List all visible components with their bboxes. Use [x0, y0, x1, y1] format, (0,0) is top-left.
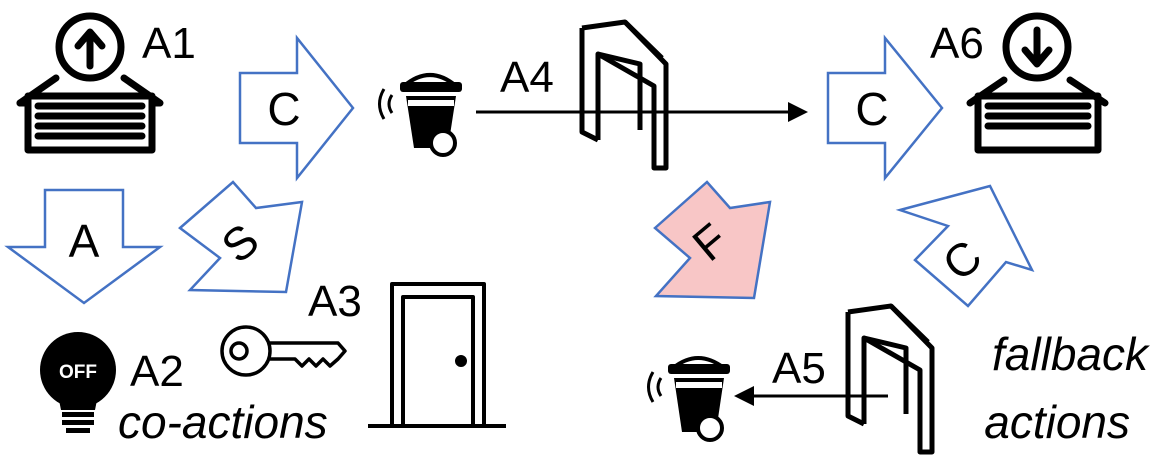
gate-icon-bottom — [845, 303, 935, 455]
co-actions-caption: co-actions — [118, 396, 328, 448]
arrow-c-top-right: C — [826, 34, 944, 182]
arrow-a-down: A — [4, 188, 164, 305]
arrow-c-diagonal: C — [895, 184, 1035, 308]
garage-open-icon — [16, 12, 164, 154]
robot-bin-icon-bottom — [647, 356, 730, 442]
gate-icon-top — [579, 19, 669, 171]
label-a3: A3 — [308, 277, 362, 326]
label-a1: A1 — [142, 19, 196, 68]
fallback-caption-line1: fallback — [992, 328, 1150, 380]
bulb-off-icon: OFF — [40, 332, 116, 433]
arrow-s-diagonal: S — [178, 180, 304, 294]
arrow-c-label-right: C — [855, 83, 888, 135]
label-a2: A2 — [130, 347, 184, 396]
arrow-c-label: C — [267, 83, 300, 135]
key-icon — [220, 325, 347, 377]
label-a4: A4 — [500, 53, 554, 102]
garage-close-icon — [966, 12, 1109, 154]
arrow-f-fallback: F — [653, 180, 772, 300]
arrow-a-label: A — [69, 215, 100, 267]
arrow-c-top-left: C — [238, 34, 355, 182]
robot-bin-icon — [378, 73, 462, 157]
off-badge-text: OFF — [59, 362, 97, 383]
fallback-caption-line2: actions — [984, 396, 1130, 448]
label-a5: A5 — [772, 344, 826, 393]
label-a6: A6 — [930, 19, 984, 68]
door-icon — [368, 282, 506, 428]
connector-arrow-top — [476, 102, 808, 122]
